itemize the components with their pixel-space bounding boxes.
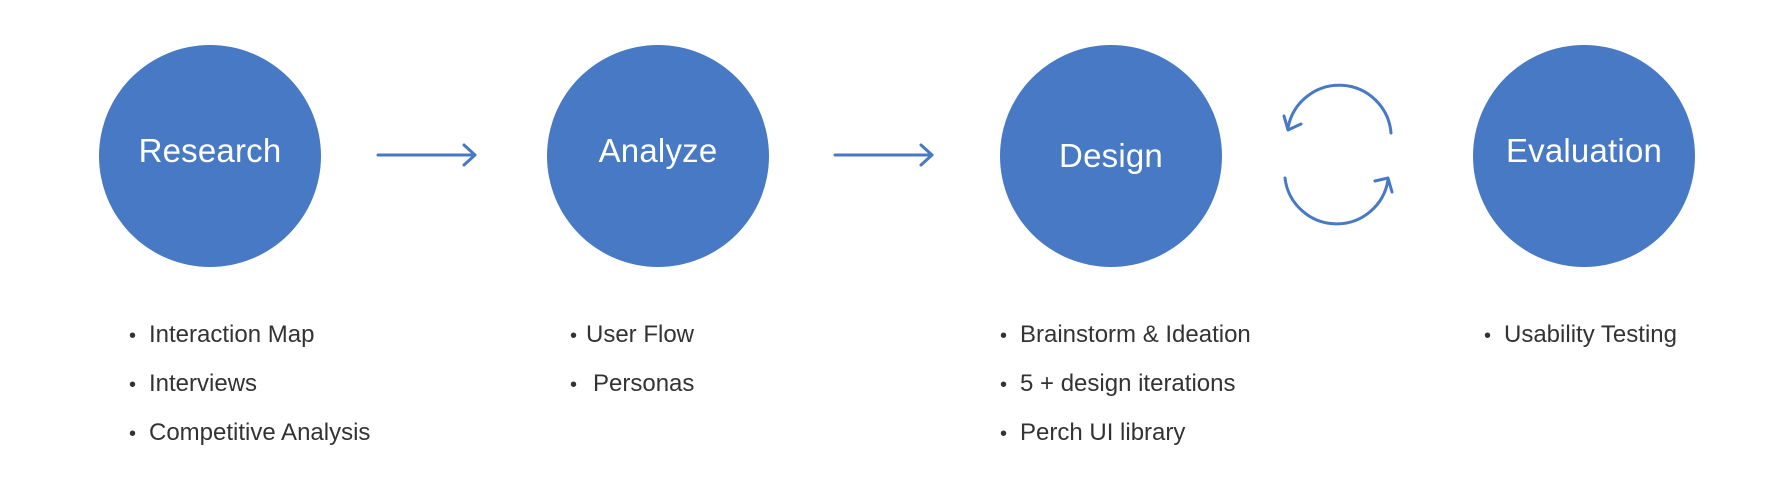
evaluation-list: •Usability Testing	[1484, 320, 1677, 369]
step-analyze-title: Analyze	[598, 131, 718, 169]
analyze-list: •User Flow •Personas	[570, 320, 694, 418]
list-item: •Usability Testing	[1484, 320, 1677, 369]
bullet-icon: •	[570, 374, 578, 396]
list-item: •Interaction Map	[129, 320, 370, 369]
step-analyze-circle: Analyze	[547, 45, 769, 267]
bullet-icon: •	[1000, 423, 1008, 445]
list-item: •User Flow	[570, 320, 694, 369]
bullet-icon: •	[129, 423, 137, 445]
step-research-title: Research	[138, 131, 282, 169]
cycle-arrows-icon	[1282, 83, 1394, 226]
step-design-title: Design	[1059, 137, 1163, 174]
bullet-icon: •	[1000, 325, 1008, 347]
step-evaluation-title: Evaluation	[1505, 131, 1663, 169]
bullet-icon: •	[1000, 374, 1008, 396]
list-item: •Interviews	[129, 369, 370, 418]
bullet-icon: •	[1484, 325, 1492, 347]
step-design-circle: Design	[1000, 45, 1222, 267]
bullet-icon: •	[129, 374, 137, 396]
arrow-right-icon	[833, 143, 934, 167]
list-item: •5 + design iterations	[1000, 369, 1251, 418]
research-list: •Interaction Map •Interviews •Competitiv…	[129, 320, 370, 467]
design-list: •Brainstorm & Ideation •5 + design itera…	[1000, 320, 1251, 467]
step-evaluation-circle: Evaluation	[1473, 45, 1695, 267]
list-item: •Personas	[570, 369, 694, 418]
list-item: •Competitive Analysis	[129, 418, 370, 467]
arrow-right-icon	[376, 143, 477, 167]
list-item: •Brainstorm & Ideation	[1000, 320, 1251, 369]
bullet-icon: •	[129, 325, 137, 347]
bullet-icon: •	[570, 325, 578, 347]
step-research-circle: Research	[99, 45, 321, 267]
list-item: •Perch UI library	[1000, 418, 1251, 467]
